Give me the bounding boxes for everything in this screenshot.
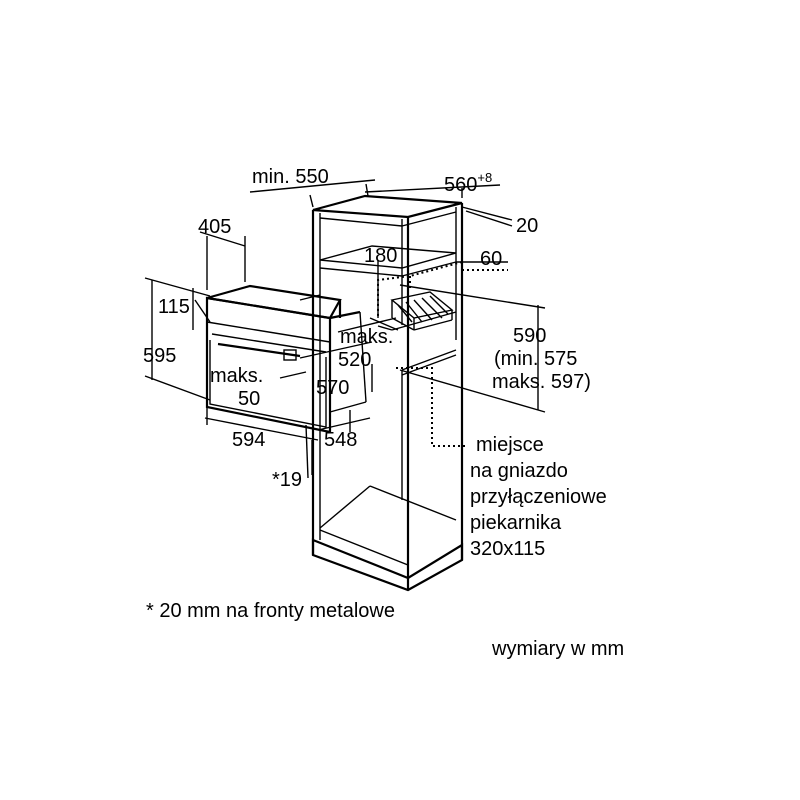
dim-405: 405 xyxy=(198,216,232,238)
socket-note-line-4: piekarnika xyxy=(470,512,562,534)
dim-560-tolerance: +8 xyxy=(477,170,493,185)
dim-594: 594 xyxy=(232,429,266,451)
dim-548: 548 xyxy=(324,429,358,451)
dim-590-max: maks. 597) xyxy=(492,371,591,393)
dim-115: 115 xyxy=(158,296,190,318)
dim-590-min: (min. 575 xyxy=(494,348,578,370)
dim-595: 595 xyxy=(143,345,177,367)
socket-note-line-3: przyłączeniowe xyxy=(470,486,607,508)
dim-20: 20 xyxy=(516,215,539,237)
footnote: * 20 mm na fronty metalowe xyxy=(146,600,395,622)
dim-min-550: min. 550 xyxy=(252,166,329,188)
dim-590: 590 xyxy=(513,325,547,347)
dim-60: 60 xyxy=(480,248,503,270)
socket-note-line-5: 320x115 xyxy=(470,538,546,560)
dim-maks-50-value: 50 xyxy=(238,388,261,410)
socket-note-line-2: na gniazdo xyxy=(470,460,568,482)
dim-560-value: 560 xyxy=(444,174,478,196)
dimension-lines xyxy=(144,179,546,479)
dim-19: *19 xyxy=(272,469,303,491)
dim-maks-520-value: 520 xyxy=(338,349,372,371)
dim-maks-520-label: maks. xyxy=(340,326,394,348)
dim-560: 560+8 xyxy=(444,171,492,196)
units-note: wymiary w mm xyxy=(492,638,625,660)
socket-note-line-1: miejsce xyxy=(476,434,544,456)
oven xyxy=(205,284,367,434)
dim-180: 180 xyxy=(364,245,398,267)
dim-maks-50-label: maks. xyxy=(210,365,264,387)
dim-570: 570 xyxy=(316,377,350,399)
